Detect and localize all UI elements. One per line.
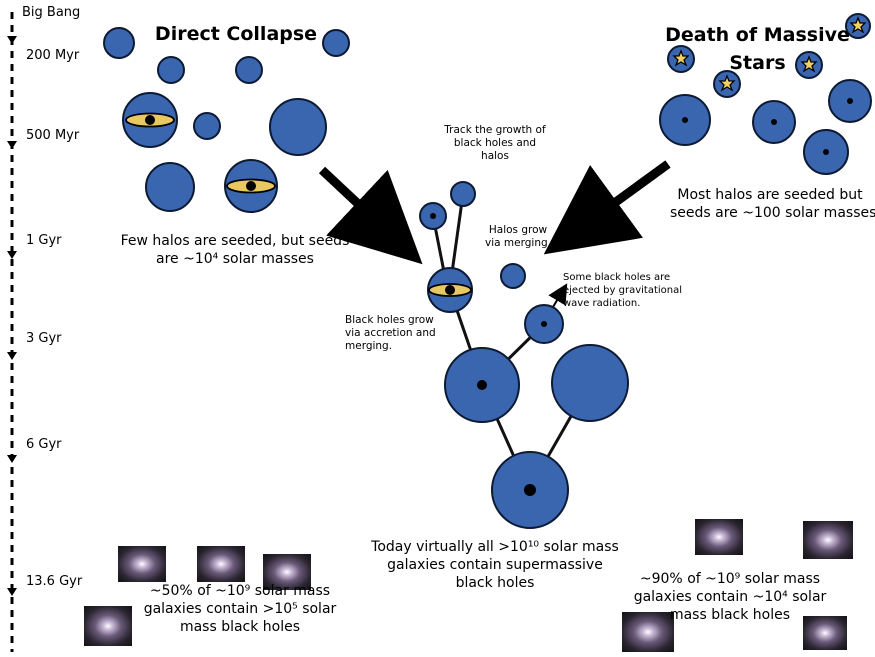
halo	[145, 162, 195, 212]
black-hole	[682, 117, 688, 123]
galaxy-image	[263, 554, 311, 590]
halo	[450, 181, 476, 207]
caption-line: galaxies contain ~10⁴ solar	[633, 589, 827, 605]
massive-stars-result: ~90% of ~10⁹ solar mass galaxies contain…	[630, 570, 830, 624]
timeline-label-500myr: 500 Myr	[26, 128, 80, 143]
accretion-note: Black holes grow via accretion and mergi…	[345, 314, 450, 353]
timeline-label-3gyr: 3 Gyr	[26, 331, 62, 346]
galaxy-image	[803, 521, 853, 559]
caption-line: black holes	[455, 575, 535, 591]
caption-line: Today virtually all >10¹⁰ solar mass	[371, 539, 619, 555]
star-icon	[672, 49, 690, 67]
black-hole	[541, 321, 547, 327]
note-line: Track the growth of	[444, 124, 546, 136]
ejected-note: Some black holes are ejected by gravitat…	[563, 271, 688, 310]
today-caption: Today virtually all >10¹⁰ solar mass gal…	[355, 538, 635, 592]
galaxy-image	[197, 546, 245, 582]
halo	[157, 56, 185, 84]
note-line: via merging.	[485, 237, 551, 249]
caption-line: Most halos are seeded but	[677, 187, 863, 203]
arrow-200myr	[7, 36, 17, 44]
black-hole	[823, 149, 829, 155]
direct-collapse-arrow	[318, 166, 423, 265]
star-icon	[718, 74, 736, 92]
caption-line: ~90% of ~10⁹ solar mass	[639, 571, 821, 587]
title-line: Stars	[729, 52, 786, 74]
timeline-label-200myr: 200 Myr	[26, 48, 80, 63]
black-hole	[445, 285, 455, 295]
note-line: black holes and	[453, 137, 537, 149]
halo	[322, 29, 350, 57]
halo	[269, 98, 327, 156]
death-of-massive-stars-title: Death of Massive Stars	[660, 21, 855, 77]
note-line: Some black holes are	[563, 272, 671, 283]
direct-collapse-result: ~50% of ~10⁹ solar mass galaxies contain…	[140, 582, 340, 636]
note-line: halos	[481, 150, 509, 162]
black-hole	[430, 213, 436, 219]
black-hole	[771, 119, 777, 125]
massive-stars-arrow	[543, 160, 671, 255]
black-hole	[246, 181, 256, 191]
note-line: merging.	[345, 340, 393, 352]
timeline-label-6gyr: 6 Gyr	[26, 437, 62, 452]
halo	[193, 112, 221, 140]
title-line: Death of Massive	[665, 24, 850, 46]
direct-collapse-halos	[103, 27, 350, 213]
halo	[235, 56, 263, 84]
galaxy-image	[622, 612, 674, 652]
caption-line: galaxies contain supermassive	[387, 557, 603, 573]
note-line: Black holes grow	[345, 314, 434, 326]
galaxy-image	[118, 546, 166, 582]
black-hole	[477, 380, 487, 390]
massive-stars-caption: Most halos are seeded but seeds are ~100…	[670, 186, 875, 222]
black-holes-right	[682, 98, 853, 155]
note-line: via accretion and	[345, 327, 436, 339]
arrow-13gyr	[7, 588, 17, 596]
caption-line: are ~10⁴ solar masses	[156, 251, 314, 267]
caption-line: mass black holes	[179, 619, 301, 635]
direct-collapse-caption: Few halos are seeded, but seeds are ~10⁴…	[110, 232, 360, 268]
arrow-500myr	[7, 141, 17, 149]
timeline-label-1gyr: 1 Gyr	[26, 233, 62, 248]
merger-tree-black-holes	[428, 213, 547, 496]
black-hole	[524, 484, 536, 496]
direct-collapse-title: Direct Collapse	[154, 23, 318, 45]
stars	[672, 16, 867, 92]
caption-line: mass black holes	[669, 607, 791, 623]
timeline-label-big-bang: Big Bang	[22, 5, 81, 20]
halos-grow-note: Halos grow via merging.	[483, 224, 553, 250]
timeline-arrows	[7, 36, 17, 596]
star-icon	[849, 16, 867, 34]
halo	[551, 344, 629, 422]
halo	[103, 27, 135, 59]
note-line: wave radiation.	[563, 298, 641, 309]
caption-line: galaxies contain >10⁵ solar	[143, 601, 337, 617]
galaxy-image	[803, 616, 847, 650]
arrow-3gyr	[7, 352, 17, 360]
halo	[500, 263, 526, 289]
arrow-6gyr	[7, 455, 17, 463]
accretion-disks-left	[125, 112, 276, 194]
note-line: Halos grow	[488, 224, 548, 236]
note-line: ejected by gravitational	[563, 285, 683, 296]
galaxy-image	[695, 519, 743, 555]
arrow-1gyr	[7, 251, 17, 259]
caption-line: Few halos are seeded, but seeds	[120, 233, 350, 249]
black-hole	[145, 115, 155, 125]
caption-line: ~50% of ~10⁹ solar mass	[149, 583, 331, 599]
caption-line: seeds are ~100 solar masses	[670, 205, 875, 221]
star-icon	[800, 55, 818, 73]
black-hole	[847, 98, 853, 104]
timeline-label-13gyr: 13.6 Gyr	[26, 574, 83, 589]
galaxy-image	[84, 606, 132, 646]
track-growth-note: Track the growth of black holes and halo…	[425, 124, 565, 163]
